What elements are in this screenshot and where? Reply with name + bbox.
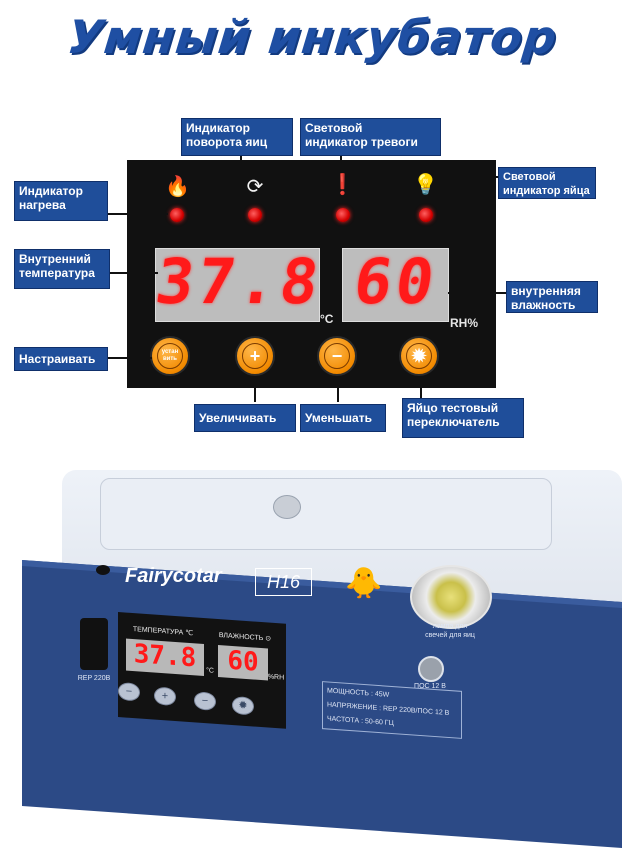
callout-internal-humidity: внутренняя влажность: [506, 281, 598, 313]
connector-line: [340, 155, 342, 171]
minus-icon: −: [324, 343, 350, 369]
heat-icon: 🔥: [165, 176, 190, 198]
humidity-unit: RH%: [450, 316, 479, 330]
connector-line: [420, 380, 422, 402]
egg-light-led: [419, 208, 433, 222]
candling-lamp[interactable]: [410, 565, 492, 629]
turn-indicator-led: [248, 208, 262, 222]
callout-setup: Настраивать: [14, 347, 108, 371]
egg-turn-icon: ⟳: [246, 176, 264, 198]
connector-line: [240, 155, 242, 171]
lamp-icon: ✹: [406, 343, 432, 369]
duck-logo-icon: 🐥: [345, 567, 383, 600]
increase-button[interactable]: +: [235, 336, 275, 376]
spec-plate: МОЩНОСТЬ : 45W НАПРЯЖЕНИЕ : REP 220В/ПОС…: [322, 681, 462, 739]
callout-internal-temp: Внутренний температура: [14, 249, 110, 289]
humidity-display: 60: [342, 245, 449, 322]
connector-line: [337, 380, 339, 402]
connector-line: [448, 292, 506, 294]
switch-label: REP 220B: [77, 675, 111, 682]
mini-minus-button[interactable]: −: [194, 691, 216, 711]
callout-increase: Увеличивать: [194, 404, 296, 432]
model-label: H16: [255, 568, 312, 596]
temperature-display: 37.8: [151, 245, 327, 322]
mini-temp-unit: °C: [206, 667, 214, 675]
plus-icon: +: [242, 343, 268, 369]
decrease-button[interactable]: −: [317, 336, 357, 376]
callout-egg-test-switch: Яйцо тестовый переключатель: [402, 398, 524, 438]
mini-hum-label: ВЛАЖНОСТЬ ⊙: [218, 632, 272, 643]
dc-socket[interactable]: [418, 656, 444, 682]
callout-turn-indicator: Индикатор поворота яиц: [181, 118, 293, 156]
callout-heat-indicator: Индикатор нагрева: [14, 181, 108, 221]
temperature-unit: °C: [320, 312, 334, 326]
lamp-label: лампа для свечей для яиц: [425, 623, 475, 639]
connector-line: [254, 380, 256, 402]
connector-line: [108, 272, 158, 274]
mini-temp-display: 37.8: [126, 638, 204, 677]
callout-egg-light-indicator: Световой индикатор яйца: [498, 167, 596, 199]
mini-control-panel: ТЕМПЕРАТУРА ℃ ВЛАЖНОСТЬ ⊙ 37.8 °C 60 %RH…: [118, 612, 286, 729]
heat-indicator-led: [170, 208, 184, 222]
front-hole: [96, 565, 110, 575]
temperature-value: 37.8: [151, 245, 327, 318]
setup-button[interactable]: устан вить: [150, 336, 190, 376]
socket-label: ПОС 12 В: [414, 683, 446, 690]
alarm-indicator-led: [336, 208, 350, 222]
alarm-icon: ❗: [330, 174, 355, 196]
callout-decrease: Уменьшать: [300, 404, 386, 432]
setup-button-label: устан вить: [157, 343, 183, 369]
mini-setup-button[interactable]: −: [118, 682, 140, 702]
mini-lamp-button[interactable]: ✹: [232, 695, 254, 716]
mini-hum-display: 60: [218, 644, 268, 681]
connector-line: [78, 213, 168, 215]
brand-logo: Fairycotar: [125, 565, 222, 587]
power-switch[interactable]: [80, 618, 108, 670]
callout-alarm-indicator: Световой индикатор тревоги: [300, 118, 441, 156]
humidity-value: 60: [349, 245, 443, 318]
incubator-lid: [100, 478, 552, 550]
page-title: Умный инкубатор: [65, 10, 560, 64]
mini-plus-button[interactable]: +: [154, 686, 176, 707]
mini-hum-unit: %RH: [267, 673, 285, 682]
egg-test-button[interactable]: ✹: [399, 336, 439, 376]
mini-temp-label: ТЕМПЕРАТУРА ℃: [132, 626, 194, 638]
vent-slot: [273, 495, 301, 519]
egg-light-icon: 💡: [413, 174, 438, 196]
connector-line: [108, 357, 152, 359]
control-panel: 🔥 ⟳ ❗ 💡 37.8 °C 60 RH% устан вить + − ✹: [127, 160, 496, 388]
connector-line: [438, 176, 498, 178]
